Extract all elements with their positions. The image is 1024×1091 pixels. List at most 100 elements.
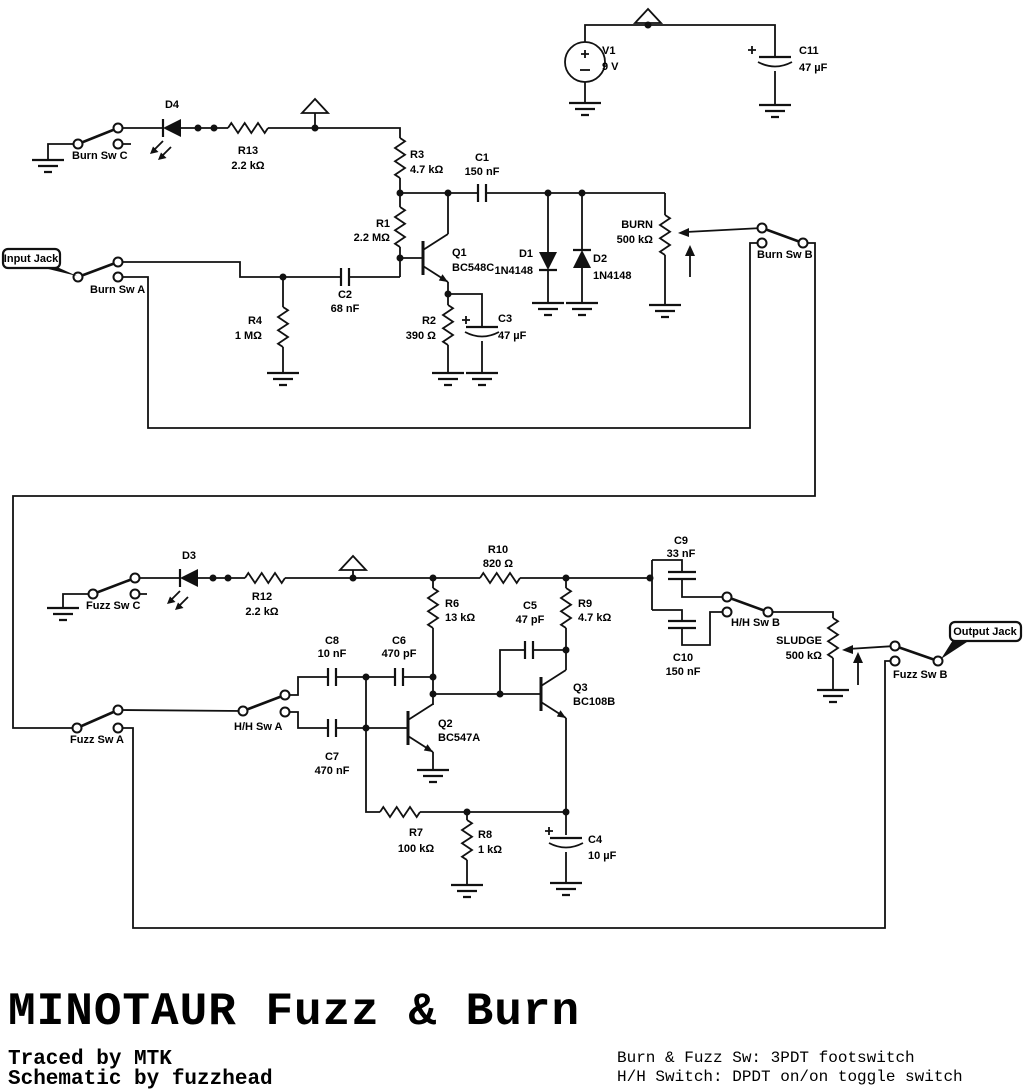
ground-icon [30,158,66,174]
label-V1-value: 9 V [602,61,619,73]
label-fuzz-sw-c: Fuzz Sw C [86,600,140,612]
label-C9-value: 33 nF [667,548,696,560]
resistor-R3 [394,137,406,179]
label-C9-ref: C9 [674,535,688,547]
wire-burn-switching [12,227,816,729]
plus-sign-icon [544,826,554,836]
label-D2-ref: D2 [593,253,607,265]
lever-burn-sw-a [77,260,119,279]
label-R10-value: 820 Ω [483,558,513,570]
label-R2-value: 390 Ω [406,330,436,342]
label-C3-value: 47 µF [498,330,527,342]
ground-icon [815,688,851,704]
label-C7-value: 470 nF [315,765,350,777]
transistor-Q2 [406,702,435,754]
capacitor-C5 [523,639,535,661]
label-C10-ref: C10 [673,652,693,664]
label-burn-sw-a: Burn Sw A [90,284,145,296]
ground-icon [564,301,600,317]
note-toggle-switch: H/H Switch: DPDT on/on toggle switch [617,1068,963,1086]
label-hh-sw-b: H/H Sw B [731,617,780,629]
label-R3-value: 4.7 kΩ [410,164,443,176]
potentiometer-burn [659,214,671,256]
capacitor-C3 [463,325,501,338]
label-C2-ref: C2 [338,289,352,301]
wire-burn-stage [118,192,666,373]
battery-V1 [564,41,606,83]
pot-arrows [678,228,863,663]
label-C2-value: 68 nF [331,303,360,315]
transistor-Q1 [421,232,450,284]
resistor-R10 [479,572,521,584]
wire-burn-led-rail [47,113,401,193]
label-C5-ref: C5 [523,600,537,612]
label-C6-ref: C6 [392,635,406,647]
lever-fuzz-sw-c [92,576,136,596]
burn-wiper-arrowhead-icon [678,228,689,237]
input-jack-label: Input Jack [4,253,59,265]
label-Q1-value: BC548C [452,262,494,274]
label-fuzz-sw-b: Fuzz Sw B [893,669,947,681]
label-C8-ref: C8 [325,635,339,647]
label-Q2-value: BC547A [438,732,480,744]
label-D1-ref: D1 [519,248,533,260]
junction-dots [194,21,654,816]
label-C1-ref: C1 [475,152,489,164]
lever-burn-sw-c [77,126,119,146]
capacitor-C7 [326,717,338,739]
lever-burn-sw-b [761,226,804,245]
label-R1-ref: R1 [376,218,390,230]
label-Q1-ref: Q1 [452,247,467,259]
ground-icon [464,371,500,387]
label-sludge-pot-ref: SLUDGE [776,635,822,647]
credit-traced-by: Traced by MTK [8,1048,172,1071]
plus-sign-icon [580,49,590,59]
wire-fuzz-stage [117,649,895,929]
page-title: MINOTAUR Fuzz & Burn [8,986,580,1038]
label-R6-ref: R6 [445,598,459,610]
label-C8-value: 10 nF [318,648,347,660]
vcc-triangle-icon [301,98,329,114]
label-R8-value: 1 kΩ [478,844,502,856]
label-R6-value: 13 kΩ [445,612,475,624]
burn-direction-arrowhead-icon [685,245,695,256]
label-burn-sw-b: Burn Sw B [757,249,813,261]
label-C3-ref: C3 [498,313,512,325]
label-R13-ref: R13 [238,145,258,157]
resistor-R7 [379,806,421,818]
label-R4-value: 1 MΩ [235,330,262,342]
label-R1-value: 2.2 MΩ [354,232,391,244]
label-C4-ref: C4 [588,834,603,846]
wire-fuzz-led-rail [62,570,650,705]
led-D3 [165,567,200,612]
capacitor-C6 [393,666,405,688]
label-C4-value: 10 µF [588,850,617,862]
label-R8-ref: R8 [478,829,492,841]
title-block: MINOTAUR Fuzz & Burn Traced by MTK Schem… [8,986,963,1091]
led-D4 [148,117,183,162]
capacitor-C9 [666,570,698,581]
component-labels: V1 9 V C11 47 µF D4 Burn Sw C R13 2.2 kΩ… [70,45,947,862]
label-C6-value: 470 pF [382,648,417,660]
wires [12,23,896,929]
capacitor-C1 [476,182,488,204]
label-R13-value: 2.2 kΩ [231,160,264,172]
ground-icon [647,303,683,319]
label-D2-value: 1N4148 [593,270,632,282]
ground-icon [45,606,81,622]
output-jack-callout: Output Jack [941,620,1023,659]
output-jack-label: Output Jack [953,626,1017,638]
lever-hh-sw-b [726,595,769,614]
ground-icon [430,371,466,387]
label-R9-value: 4.7 kΩ [578,612,611,624]
ground-icon [567,101,603,117]
label-R12-value: 2.2 kΩ [245,606,278,618]
resistor-R6 [427,587,439,629]
label-Q2-ref: Q2 [438,718,453,730]
ground-icon [548,881,584,897]
input-jack-callout: Input Jack [1,247,77,276]
ground-icon [530,301,566,317]
resistor-R2 [442,304,454,346]
label-R4-ref: R4 [248,315,263,327]
